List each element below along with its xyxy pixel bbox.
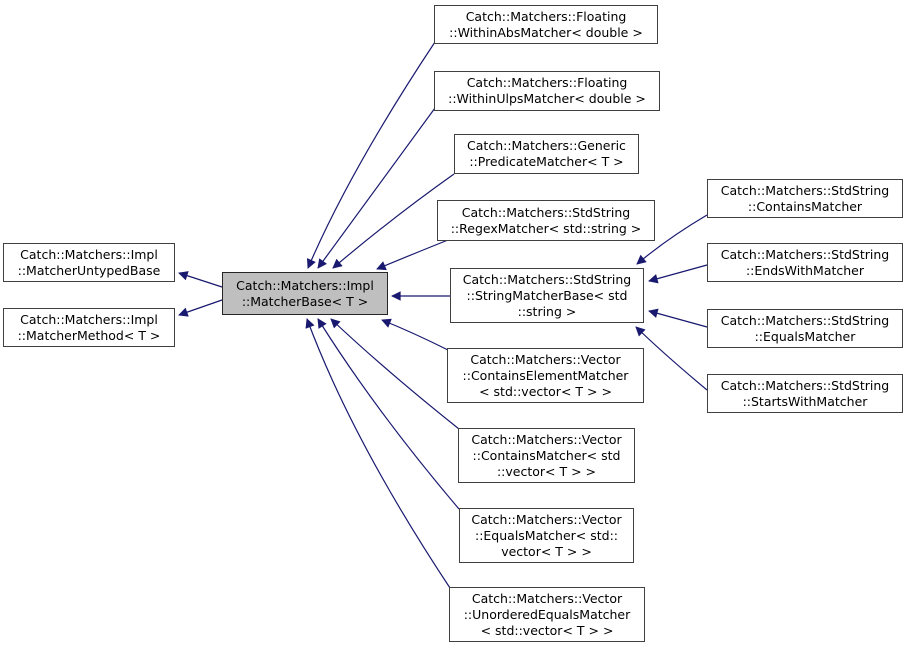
class-node-string-matcher-base[interactable]: Catch::Matchers::StdString ::StringMatch… bbox=[450, 268, 644, 323]
class-name-line: Catch::Matchers::Impl bbox=[20, 246, 158, 262]
class-name-line: ::MatcherUntypedBase bbox=[17, 262, 161, 278]
class-name-line: Catch::Matchers::StdString bbox=[720, 182, 890, 198]
class-name-line: ::EqualsMatcher< std:: bbox=[474, 527, 618, 543]
edge-matcherbase-to-matchermethod bbox=[178, 299, 223, 317]
class-name-line: Catch::Matchers::Generic bbox=[467, 138, 626, 153]
class-name-line: Catch::Matchers::StdString bbox=[461, 204, 631, 220]
class-node-within-ulps-matcher[interactable]: Catch::Matchers::Floating ::WithinUlpsMa… bbox=[434, 71, 660, 111]
class-node-vector-contains-matcher[interactable]: Catch::Matchers::Vector ::ContainsMatche… bbox=[458, 428, 635, 483]
edge-containselement-to-matcherbase bbox=[381, 318, 449, 351]
class-node-regex-matcher[interactable]: Catch::Matchers::StdString ::RegexMatche… bbox=[437, 200, 655, 241]
class-name-line: Catch::Matchers::Impl bbox=[20, 311, 158, 327]
class-name-line: ::MatcherMethod< T > bbox=[17, 327, 161, 343]
class-name-line: Catch::Matchers::Impl bbox=[236, 277, 374, 293]
edge-regex-to-matcherbase bbox=[376, 239, 449, 271]
class-name-line: ::vector< T > > bbox=[496, 463, 597, 479]
class-name-line: Catch::Matchers::Vector bbox=[470, 351, 621, 367]
edge-withinabs-to-matcherbase bbox=[306, 41, 436, 269]
class-name-line: Catch::Matchers::StdString bbox=[720, 246, 890, 262]
class-name-line: Catch::Matchers::StdString bbox=[462, 271, 632, 287]
class-name-line: ::UnorderedEqualsMatcher bbox=[463, 606, 631, 622]
class-node-ends-with-matcher[interactable]: Catch::Matchers::StdString ::EndsWithMat… bbox=[707, 243, 903, 282]
edge-matcherbase-to-matcheruntypedbase bbox=[178, 271, 223, 288]
edge-startswith-to-stringmatcherbase bbox=[635, 326, 708, 391]
class-node-matcher-method[interactable]: Catch::Matchers::Impl ::MatcherMethod< T… bbox=[3, 308, 175, 347]
class-name-line: ::StringMatcherBase< std bbox=[466, 287, 628, 303]
class-name-line: Catch::Matchers::StdString bbox=[720, 312, 890, 328]
class-name-line: vector< T > > bbox=[501, 543, 592, 559]
class-node-contains-element-matcher[interactable]: Catch::Matchers::Vector ::ContainsElemen… bbox=[447, 348, 644, 403]
class-name-line: ::ContainsElementMatcher bbox=[462, 367, 629, 383]
class-name-line: Catch::Matchers::Vector bbox=[471, 590, 623, 606]
edge-stdequals-to-stringmatcherbase bbox=[648, 308, 708, 328]
class-node-within-abs-matcher[interactable]: Catch::Matchers::Floating ::WithinAbsMat… bbox=[434, 5, 658, 44]
edge-vectorequals-to-matcherbase bbox=[317, 318, 460, 510]
class-name-line: < std::vector< T > > bbox=[480, 622, 614, 638]
class-node-unordered-equals-matcher[interactable]: Catch::Matchers::Vector ::UnorderedEqual… bbox=[449, 587, 645, 642]
edge-vectorcontains-to-matcherbase bbox=[330, 318, 460, 430]
class-node-predicate-matcher[interactable]: Catch::Matchers::Generic ::PredicateMatc… bbox=[454, 134, 639, 174]
class-name-line: ::ContainsMatcher< std bbox=[472, 447, 621, 463]
class-node-vector-equals-matcher[interactable]: Catch::Matchers::Vector ::EqualsMatcher<… bbox=[459, 508, 634, 563]
class-node-matcher-untyped-base[interactable]: Catch::Matchers::Impl ::MatcherUntypedBa… bbox=[3, 243, 175, 282]
class-name-line: ::string > bbox=[517, 303, 577, 319]
class-name-line: ::ContainsMatcher bbox=[747, 198, 863, 214]
class-name-line: ::EqualsMatcher bbox=[754, 328, 856, 344]
class-node-stdstring-equals-matcher[interactable]: Catch::Matchers::StdString ::EqualsMatch… bbox=[707, 309, 903, 348]
class-node-starts-with-matcher[interactable]: Catch::Matchers::StdString ::StartsWithM… bbox=[707, 374, 903, 413]
class-name-line: < std::vector< T > > bbox=[479, 383, 612, 399]
class-name-line: ::WithinAbsMatcher< double > bbox=[449, 24, 643, 40]
edge-unorderedequals-to-matcherbase bbox=[305, 318, 451, 589]
class-name-line: ::PredicateMatcher< T > bbox=[469, 154, 624, 169]
class-name-line: ::EndsWithMatcher bbox=[745, 262, 865, 278]
class-name-line: ::StartsWithMatcher bbox=[742, 393, 868, 409]
edge-endswith-to-stringmatcherbase bbox=[648, 264, 708, 284]
class-name-line: ::MatcherBase< T > bbox=[241, 293, 369, 309]
class-node-stdstring-contains-matcher[interactable]: Catch::Matchers::StdString ::ContainsMat… bbox=[707, 179, 903, 218]
class-name-line: Catch::Matchers::StdString bbox=[720, 377, 890, 393]
class-name-line: Catch::Matchers::Floating bbox=[465, 8, 627, 24]
class-node-matcher-base-current: Catch::Matchers::Impl ::MatcherBase< T > bbox=[222, 272, 388, 315]
edge-withinulps-to-matcherbase bbox=[317, 107, 436, 269]
edge-stdcontains-to-stringmatcherbase bbox=[636, 214, 708, 265]
class-name-line: ::WithinUlpsMatcher< double > bbox=[448, 91, 646, 106]
class-name-line: ::RegexMatcher< std::string > bbox=[450, 220, 642, 236]
class-name-line: Catch::Matchers::Vector bbox=[471, 431, 622, 447]
edge-predicate-to-matcherbase bbox=[332, 173, 455, 269]
class-name-line: Catch::Matchers::Floating bbox=[466, 75, 628, 90]
class-name-line: Catch::Matchers::Vector bbox=[471, 511, 622, 527]
